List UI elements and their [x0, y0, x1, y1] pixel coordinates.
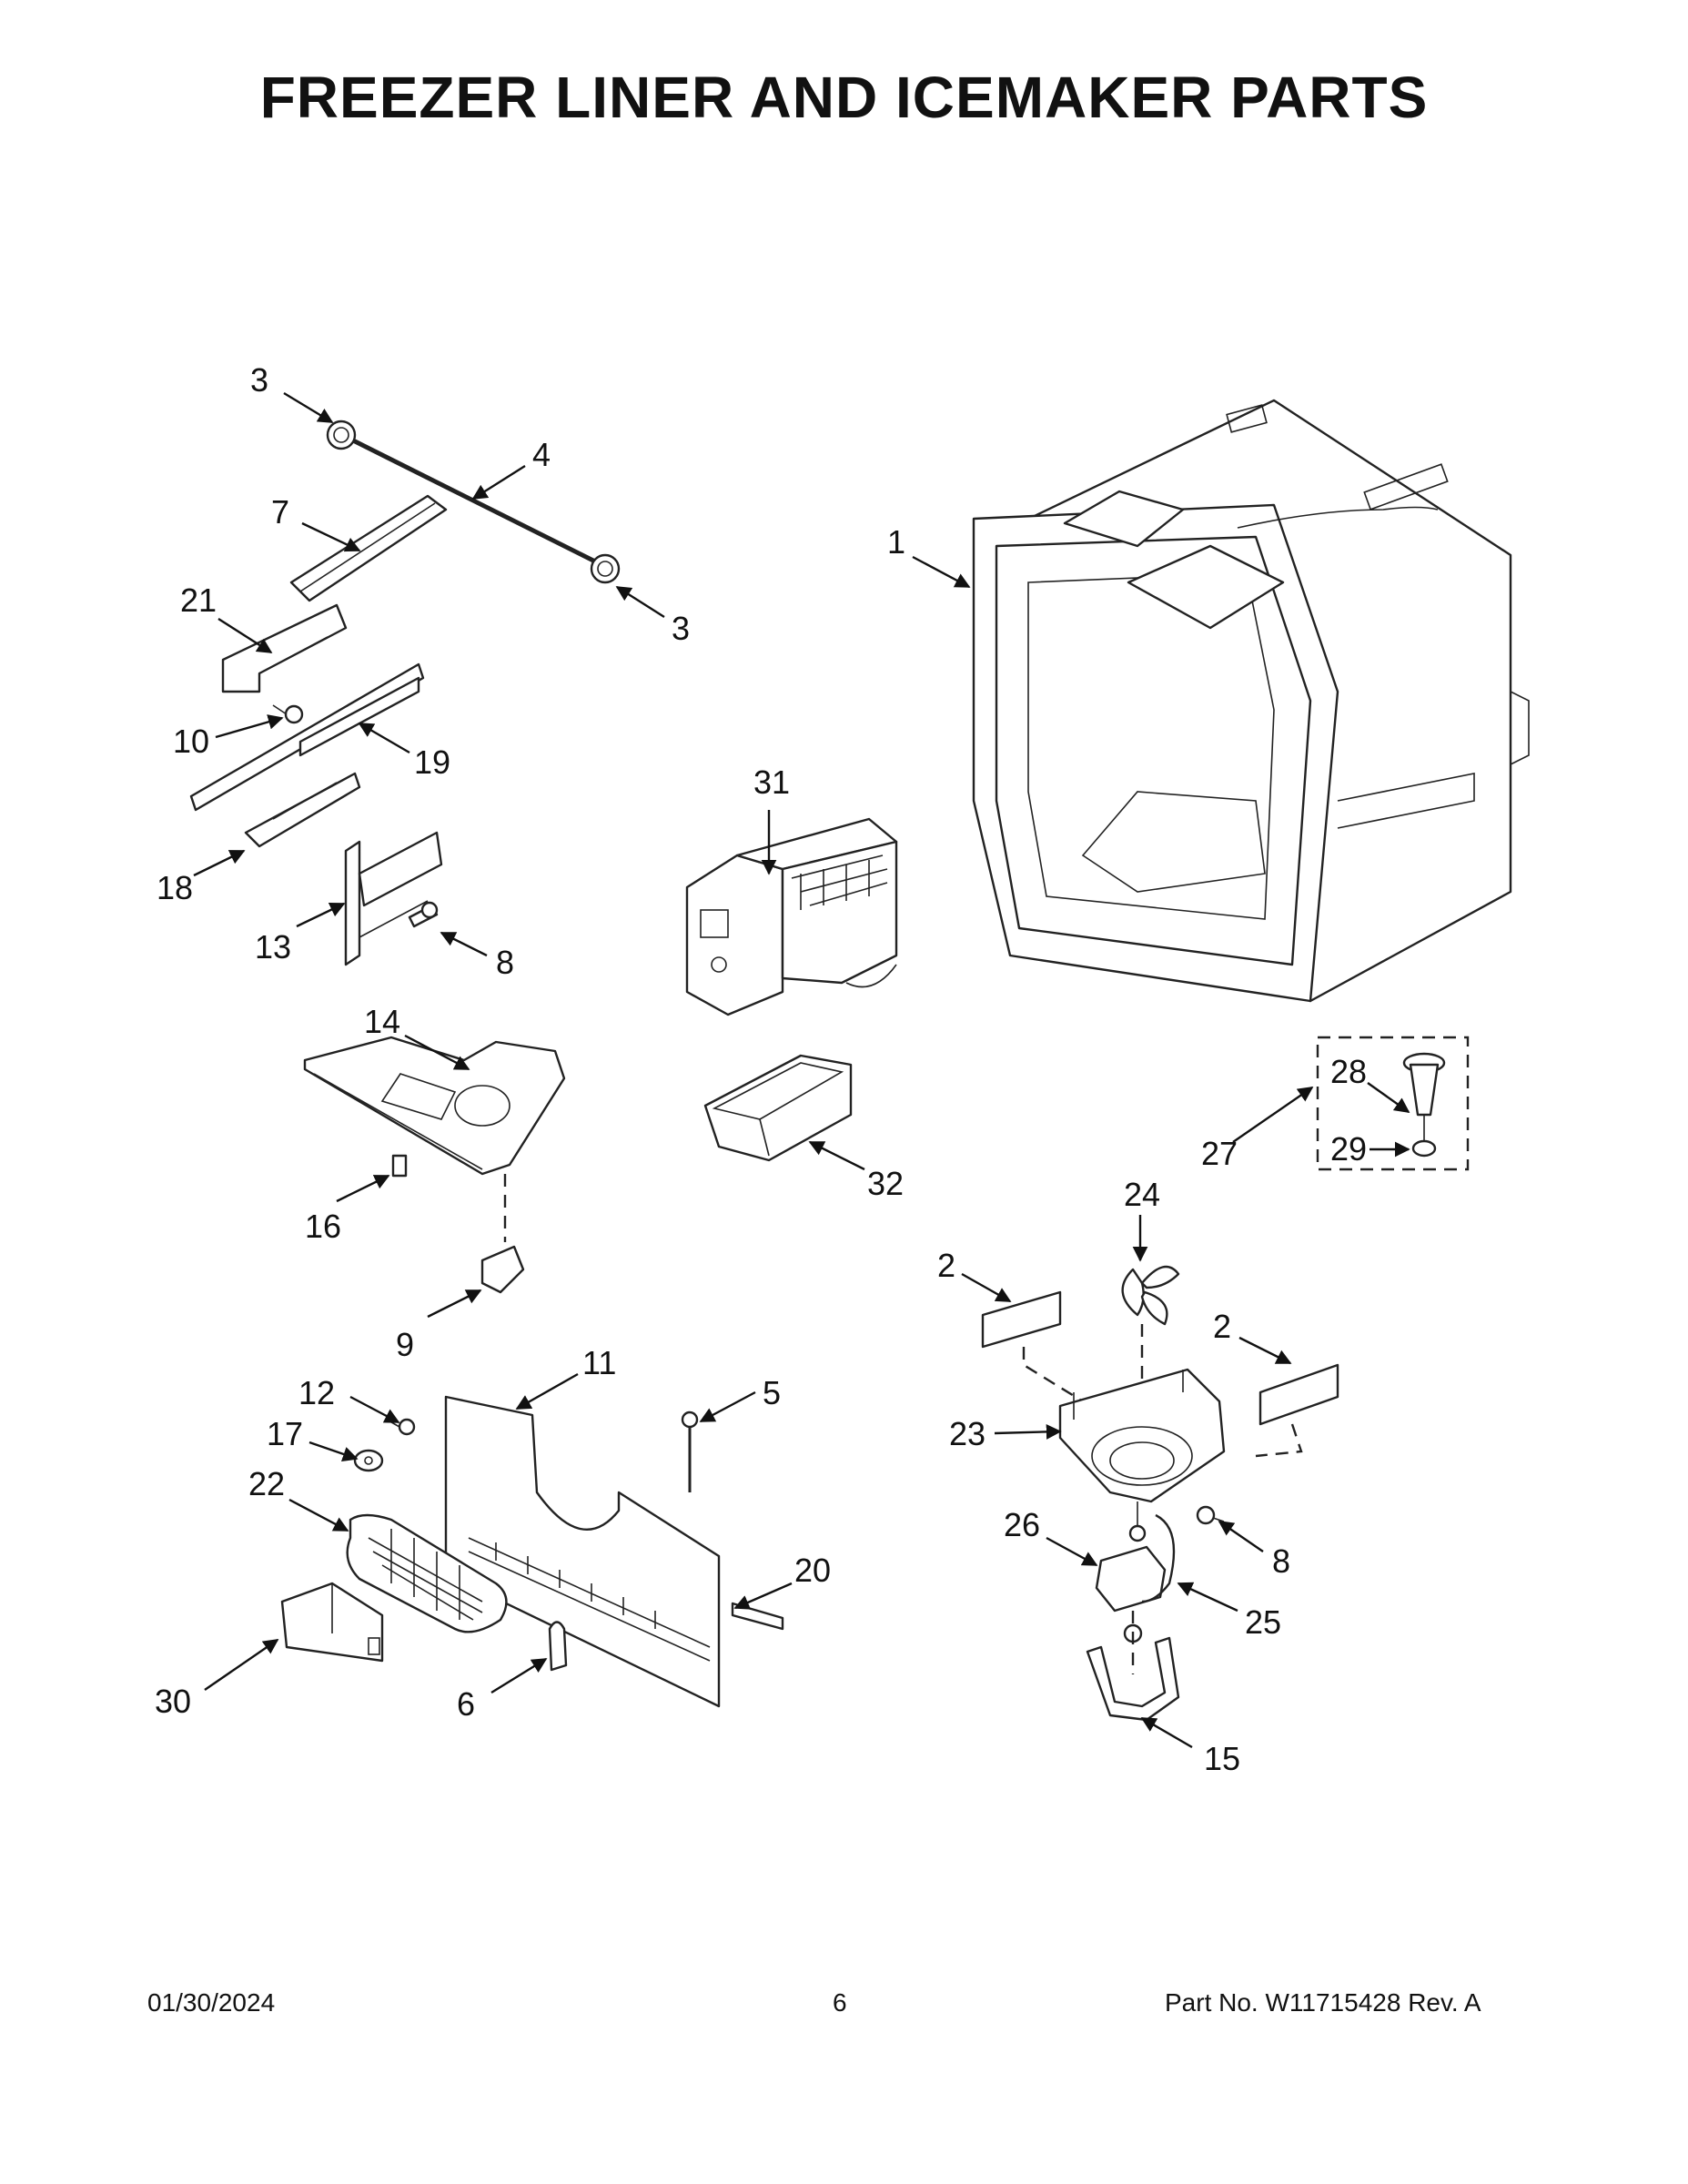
callout-24: 24	[1124, 1176, 1160, 1213]
motor-bracket-part	[1086, 1611, 1180, 1722]
callout-11: 11	[582, 1344, 616, 1381]
footer-date: 01/30/2024	[147, 1988, 276, 2017]
wire-harness-part	[1141, 1513, 1176, 1603]
ice-tray-part	[703, 1054, 853, 1162]
callout-22: 22	[248, 1465, 285, 1502]
callout-13: 13	[255, 928, 291, 966]
callout-23: 23	[949, 1415, 986, 1452]
callout-30: 30	[155, 1683, 191, 1720]
callout-8-left: 8	[496, 944, 514, 981]
air-grille-part	[346, 1513, 508, 1633]
strip-part-20	[731, 1602, 784, 1631]
callout-27: 27	[1201, 1135, 1238, 1172]
rear-panel-part	[444, 1395, 721, 1708]
pad-part-2b	[1258, 1363, 1339, 1426]
freezer-liner-part	[972, 399, 1530, 1003]
pad-part-2a	[981, 1290, 1062, 1349]
callout-3-top: 3	[250, 361, 268, 399]
callout-5: 5	[763, 1374, 781, 1411]
gear-cover-part	[480, 1174, 525, 1294]
callout-16: 16	[305, 1208, 341, 1245]
callout-25: 25	[1245, 1603, 1281, 1641]
callout-29: 29	[1330, 1130, 1367, 1168]
valve-assembly-group	[1316, 1036, 1470, 1171]
callout-28: 28	[1330, 1053, 1367, 1090]
rail-part-7	[289, 494, 448, 602]
callout-4: 4	[532, 436, 551, 473]
slide-rail-part	[189, 662, 425, 812]
callout-6: 6	[457, 1685, 475, 1723]
slide-part-18	[244, 772, 361, 848]
callout-32: 32	[867, 1165, 904, 1202]
screw-part-12	[386, 1418, 416, 1436]
callout-17: 17	[267, 1415, 303, 1452]
clip-part-16	[391, 1154, 408, 1178]
leader-lines	[193, 391, 1410, 1749]
callout-21: 21	[180, 581, 217, 619]
callout-7: 7	[271, 493, 289, 531]
grommet-part	[353, 1449, 384, 1472]
screw-part-8b	[1196, 1505, 1225, 1525]
clip-part-6	[548, 1621, 568, 1672]
sensor-part	[681, 1410, 699, 1492]
callout-20: 20	[794, 1552, 831, 1589]
slide-bracket-part	[221, 603, 348, 693]
screw-part-8a	[408, 901, 439, 928]
callout-18: 18	[157, 869, 193, 906]
page-title: FREEZER LINER AND ICEMAKER PARTS	[259, 65, 1429, 130]
auger-shaft-part	[326, 420, 621, 584]
callout-14: 14	[364, 1003, 400, 1040]
footer-part-number: Part No. W11715428 Rev. A	[1165, 1988, 1481, 2017]
fan-shroud-part	[1058, 1368, 1226, 1503]
callout-15: 15	[1204, 1740, 1240, 1777]
callout-3-bottom: 3	[672, 610, 690, 647]
icemaker-part	[685, 817, 898, 1016]
callout-31: 31	[753, 763, 790, 801]
callout-2-left: 2	[937, 1247, 955, 1284]
fan-motor-part	[1095, 1502, 1167, 1613]
mounting-bracket-part	[344, 831, 443, 966]
callout-12: 12	[298, 1374, 335, 1411]
ice-bucket-housing-part	[303, 1036, 566, 1176]
callout-10: 10	[173, 723, 209, 760]
callout-8-right: 8	[1272, 1542, 1290, 1580]
callout-26: 26	[1004, 1506, 1040, 1543]
callout-9: 9	[396, 1326, 414, 1363]
callout-labels: 3 4 3 7 21 10 19 1 18 13 8 31 14 32 16 9…	[155, 361, 1367, 1777]
cover-box-part	[280, 1582, 384, 1663]
footer-page-number: 6	[833, 1988, 847, 2017]
callout-19: 19	[414, 743, 450, 781]
fan-blade-part	[1121, 1265, 1180, 1447]
callout-2-right: 2	[1213, 1308, 1231, 1345]
callout-1: 1	[887, 523, 905, 561]
screw-part-10	[272, 704, 304, 724]
